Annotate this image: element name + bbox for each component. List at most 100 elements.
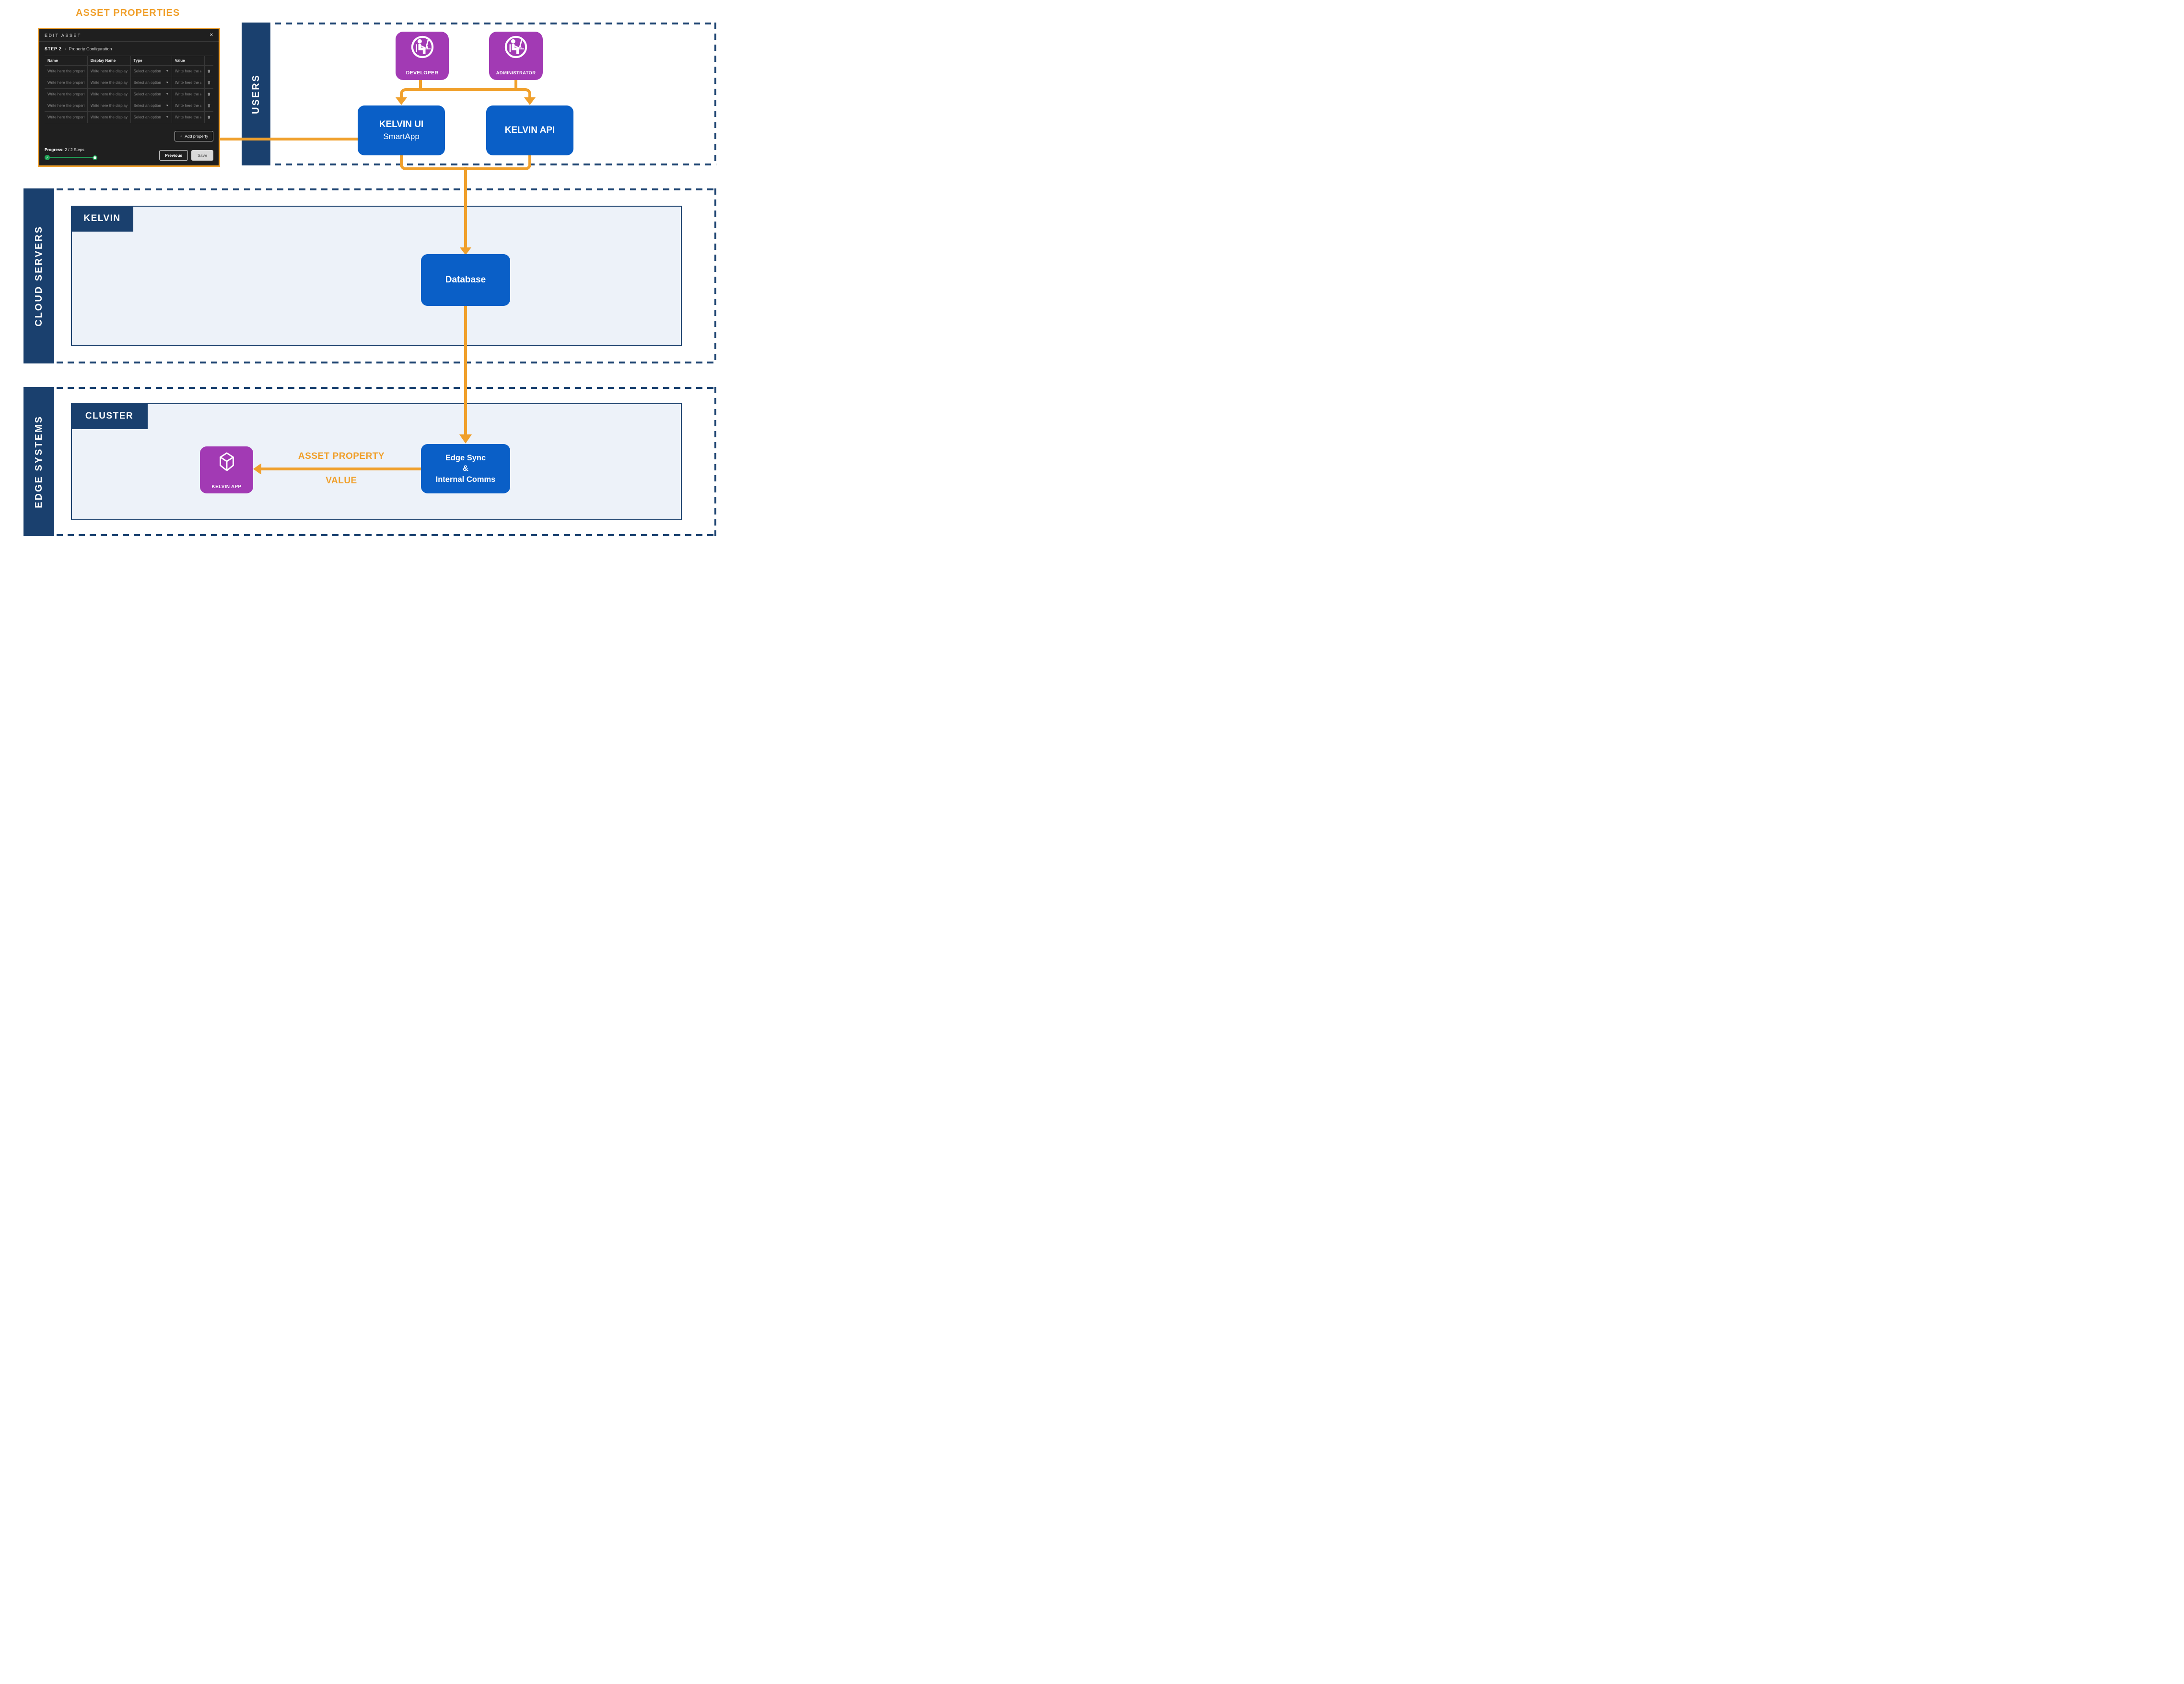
connector-users-bus <box>400 88 531 99</box>
arrowhead-kelvin-ui <box>396 97 407 105</box>
developer-node: DEVELOPER <box>396 32 449 80</box>
display-name-input[interactable] <box>90 104 128 108</box>
connector-edge-sync-to-kelvin-app <box>261 468 421 470</box>
col-actions <box>205 56 213 65</box>
cube-icon <box>219 452 234 471</box>
kelvin-panel-label: KELVIN <box>83 213 121 223</box>
table-row: Select an option▼ <box>45 100 213 112</box>
value-input[interactable] <box>175 104 202 108</box>
display-name-input[interactable] <box>90 69 128 73</box>
edge-band: EDGE SYSTEMS <box>23 387 54 536</box>
modal-title: EDIT ASSET <box>45 33 82 38</box>
modal-footer: Progress: 2 / 2 Steps ✓ Previous Save <box>39 147 219 165</box>
database-title: Database <box>445 275 486 285</box>
connector-administrator-drop <box>514 80 517 90</box>
property-name-input[interactable] <box>47 81 84 85</box>
connector-modal-to-kelvin-ui <box>220 138 360 140</box>
cloud-band: CLOUD SERVERS <box>23 188 54 363</box>
edge-sync-line1: Edge Sync <box>445 454 486 463</box>
trash-icon <box>208 81 210 84</box>
cloud-border-top <box>23 188 716 190</box>
chevron-down-icon: ▼ <box>165 70 169 73</box>
arrowhead-kelvin-app <box>253 463 261 475</box>
delete-row-button[interactable] <box>205 66 213 77</box>
value-input[interactable] <box>175 92 202 96</box>
property-name-input[interactable] <box>47 69 84 73</box>
delete-row-button[interactable] <box>205 77 213 88</box>
add-property-button[interactable]: + Add property <box>175 131 213 141</box>
modal-step-row: STEP 2 • Property Configuration <box>39 42 219 53</box>
display-name-input[interactable] <box>90 81 128 85</box>
cloud-border-right <box>714 188 716 363</box>
col-type: Type <box>131 56 172 65</box>
kelvin-app-label: KELVIN APP <box>211 484 242 490</box>
flow-label-asset-property: ASSET PROPERTY <box>298 451 385 461</box>
progress-bar: ✓ <box>45 154 97 161</box>
administrator-label: ADMINISTRATOR <box>496 70 536 76</box>
table-row: Select an option▼ <box>45 66 213 77</box>
table-header-row: Name Display Name Type Value <box>45 56 213 66</box>
edge-sync-line2: & <box>463 464 468 473</box>
value-input[interactable] <box>175 81 202 85</box>
cloud-border-bottom <box>23 362 716 363</box>
col-value: Value <box>172 56 205 65</box>
col-name: Name <box>45 56 88 65</box>
delete-row-button[interactable] <box>205 100 213 111</box>
progress-text: Progress: 2 / 2 Steps <box>45 147 84 152</box>
close-icon[interactable]: ✕ <box>209 33 213 38</box>
type-select[interactable]: Select an option▼ <box>131 89 172 100</box>
kelvin-api-title: KELVIN API <box>504 125 555 135</box>
display-name-input[interactable] <box>90 115 128 119</box>
type-select[interactable]: Select an option▼ <box>131 77 172 88</box>
person-at-computer-icon <box>504 35 527 58</box>
kelvin-app-node: KELVIN APP <box>200 446 253 493</box>
chevron-down-icon: ▼ <box>165 93 169 96</box>
cluster-panel-tab: CLUSTER <box>71 403 148 429</box>
edge-border-right <box>714 387 716 536</box>
trash-icon <box>208 116 210 119</box>
type-select[interactable]: Select an option▼ <box>131 112 172 123</box>
property-name-input[interactable] <box>47 115 84 119</box>
arrowhead-kelvin-api <box>524 97 536 105</box>
progress-step1-done: ✓ <box>45 155 50 160</box>
type-select[interactable]: Select an option▼ <box>131 100 172 111</box>
flow-label-value: VALUE <box>326 476 357 486</box>
progress-step2-current <box>93 155 97 160</box>
developer-label: DEVELOPER <box>406 70 439 76</box>
cluster-panel-label: CLUSTER <box>85 411 134 421</box>
type-select[interactable]: Select an option▼ <box>131 66 172 77</box>
chevron-down-icon: ▼ <box>165 81 169 84</box>
delete-row-button[interactable] <box>205 89 213 100</box>
table-row: Select an option▼ <box>45 89 213 100</box>
display-name-input[interactable] <box>90 92 128 96</box>
person-at-computer-icon <box>411 35 433 58</box>
progress-block: Progress: 2 / 2 Steps ✓ <box>45 147 97 161</box>
footer-buttons: Previous Save <box>159 150 213 161</box>
kelvin-panel-tab: KELVIN <box>71 206 133 232</box>
save-button[interactable]: Save <box>191 150 213 161</box>
step-name: Property Configuration <box>69 47 112 51</box>
edge-sync-node: Edge Sync & Internal Comms <box>421 444 510 493</box>
edit-asset-modal: EDIT ASSET ✕ STEP 2 • Property Configura… <box>38 28 220 167</box>
users-band-label: USERS <box>250 74 261 114</box>
edge-sync-line3: Internal Comms <box>435 475 496 484</box>
delete-row-button[interactable] <box>205 112 213 123</box>
edge-band-label: EDGE SYSTEMS <box>33 415 44 508</box>
connector-to-database <box>464 167 467 247</box>
modal-body-space: + Add property <box>39 123 219 147</box>
region-edge-systems: EDGE SYSTEMS <box>23 387 716 536</box>
property-name-input[interactable] <box>47 104 84 108</box>
property-name-input[interactable] <box>47 92 84 96</box>
users-border-top <box>242 23 716 24</box>
database-node: Database <box>421 254 510 306</box>
connector-database-to-edge-sync <box>464 306 467 434</box>
value-input[interactable] <box>175 69 202 73</box>
region-users: USERS <box>242 23 716 165</box>
arrowhead-database <box>460 247 471 255</box>
value-input[interactable] <box>175 115 202 119</box>
diagram-canvas: ASSET PROPERTIES USERS CLOUD SERVERS EDG… <box>0 0 728 561</box>
kelvin-ui-title: KELVIN UI <box>379 119 424 129</box>
previous-button[interactable]: Previous <box>159 150 188 161</box>
users-border-bottom <box>242 164 716 165</box>
chevron-down-icon: ▼ <box>165 116 169 119</box>
